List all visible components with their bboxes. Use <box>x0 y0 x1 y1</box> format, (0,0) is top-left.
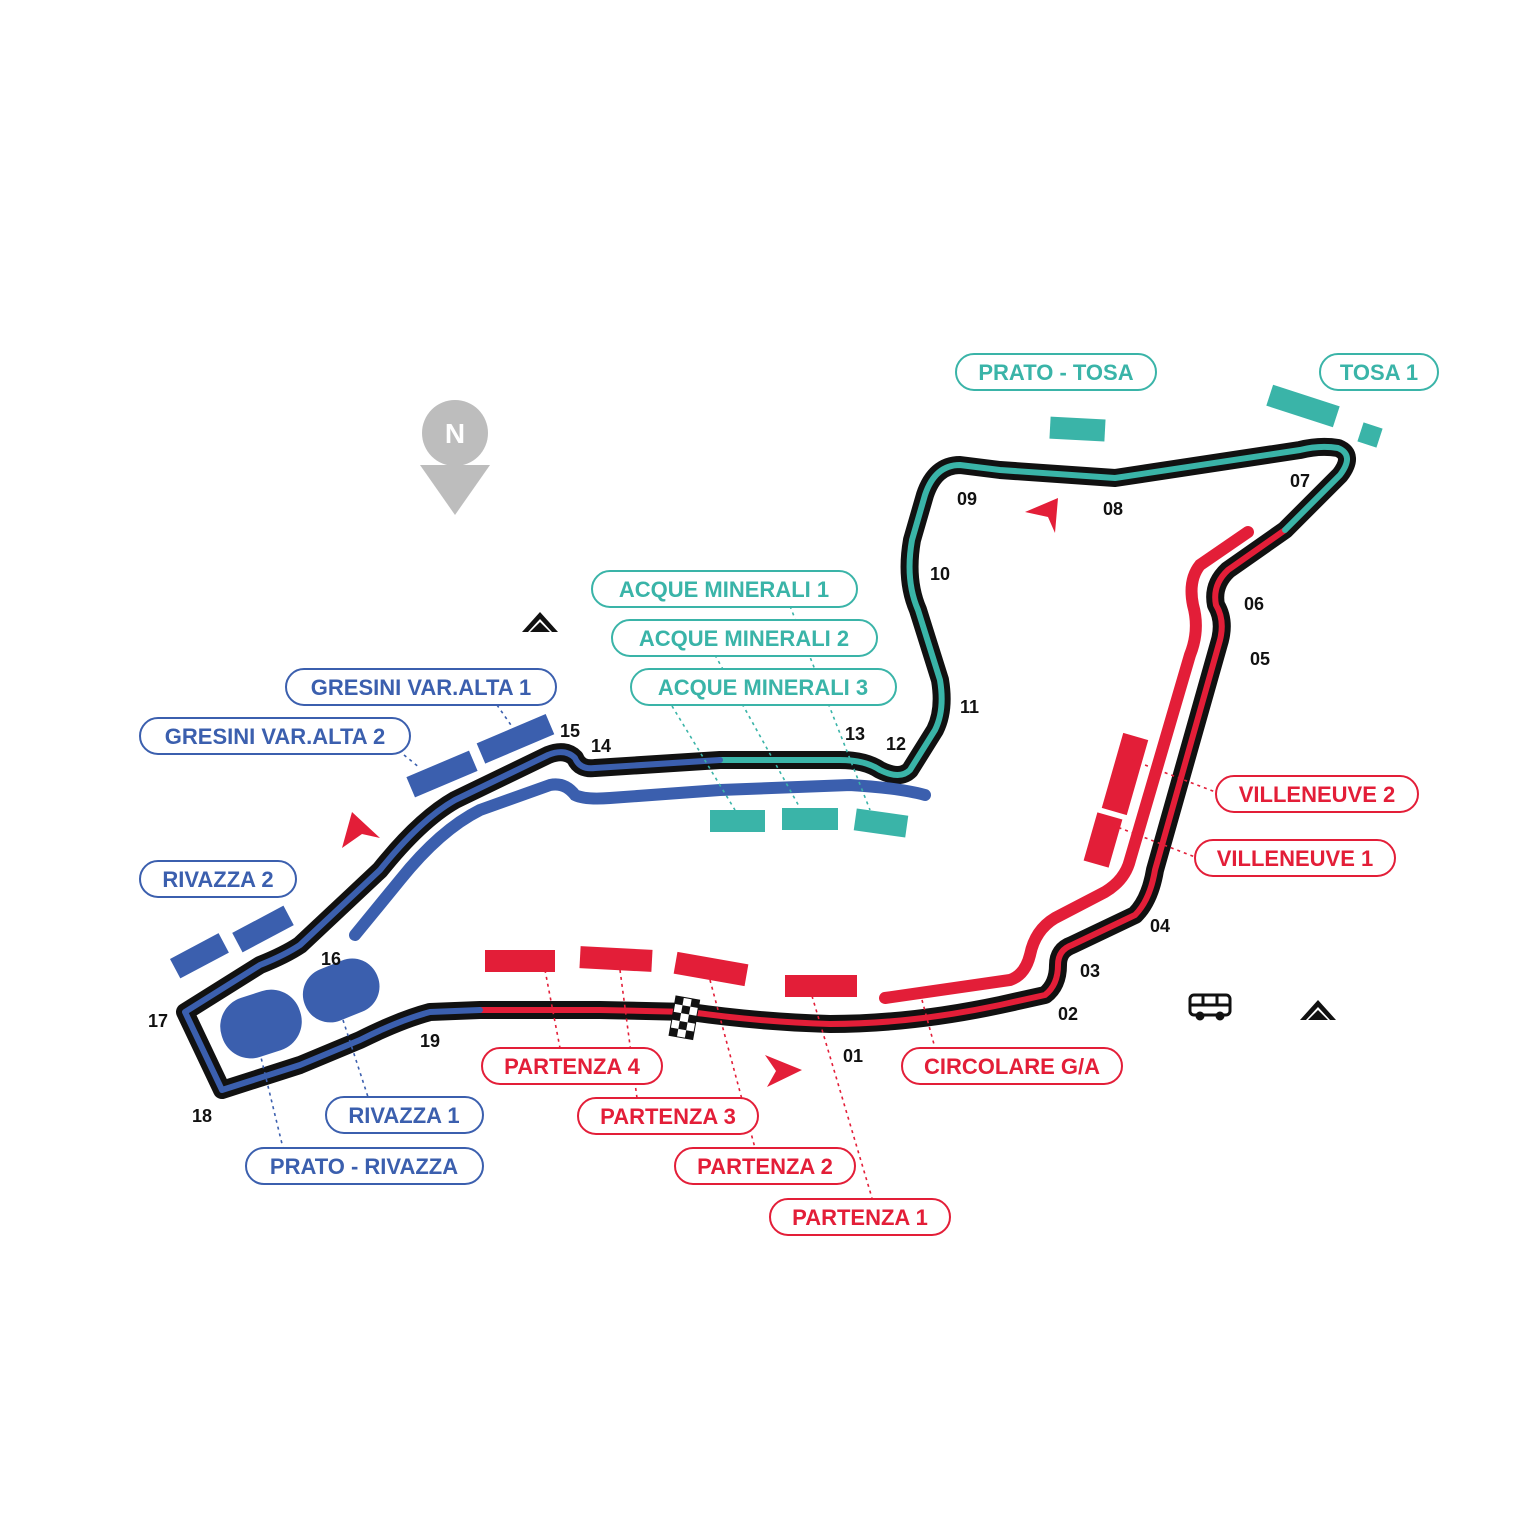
stand-label-texts-red: PARTENZA 4 PARTENZA 3 PARTENZA 2 PARTENZ… <box>504 782 1395 1230</box>
stand-label-partenza-4: PARTENZA 4 <box>504 1054 640 1079</box>
label-pill <box>285 668 557 706</box>
label-pill <box>674 1147 856 1185</box>
stand-bar-gresini-1 <box>476 714 555 764</box>
turn-number: 09 <box>957 489 977 509</box>
stand-label-villeneuve-1: VILLENEUVE 1 <box>1217 846 1373 871</box>
service-road-blue <box>349 778 931 941</box>
label-pill <box>577 1097 759 1135</box>
stand-bar-partenza-4 <box>485 950 555 972</box>
service-road-red <box>879 526 1254 1004</box>
turn-number: 11 <box>960 697 979 717</box>
parking-icon <box>522 612 558 632</box>
turn-number: 19 <box>420 1031 440 1051</box>
stand-bar-partenza-2 <box>673 951 749 987</box>
turn-number: 16 <box>321 949 341 969</box>
stand-bar-rivazza-2a <box>232 905 294 953</box>
stand-bar-tosa-1b <box>1357 422 1383 448</box>
turn-number: 18 <box>192 1106 212 1126</box>
label-pill <box>139 860 297 898</box>
label-pill <box>481 1047 663 1085</box>
stand-label-acque-minerali-1: ACQUE MINERALI 1 <box>619 577 829 602</box>
label-pill <box>769 1198 951 1236</box>
turn-number: 07 <box>1290 471 1310 491</box>
turn-number: 08 <box>1103 499 1123 519</box>
turn-number: 17 <box>148 1011 168 1031</box>
parking-icon <box>1300 1000 1336 1020</box>
turn-number: 01 <box>843 1046 863 1066</box>
stand-bars-blue <box>169 714 555 1059</box>
stand-label-tosa-1: TOSA 1 <box>1340 360 1418 385</box>
stand-bar-acque-minerali-2 <box>782 808 838 830</box>
stand-label-texts-blue: GRESINI VAR.ALTA 1 GRESINI VAR.ALTA 2 RI… <box>162 675 531 1179</box>
turn-number: 04 <box>1150 916 1170 936</box>
stand-bar-acque-minerali-1 <box>710 810 765 832</box>
stand-bar-gresini-2 <box>406 750 478 798</box>
label-pill <box>139 717 411 755</box>
label-pill <box>1194 839 1396 877</box>
track-red-section <box>477 527 1288 1027</box>
stand-bar-villeneuve-1 <box>1083 812 1123 868</box>
stand-label-prato-tosa: PRATO - TOSA <box>978 360 1133 385</box>
stand-bars-teal <box>710 384 1383 838</box>
stand-label-partenza-1: PARTENZA 1 <box>792 1205 928 1230</box>
stand-bar-acque-minerali-3 <box>853 808 909 838</box>
stand-label-partenza-3: PARTENZA 3 <box>600 1104 736 1129</box>
stand-bar-rivazza-2b <box>169 933 229 979</box>
label-pill <box>630 668 897 706</box>
turn-number: 05 <box>1250 649 1270 669</box>
stand-bar-partenza-1 <box>785 975 857 997</box>
stand-bar-villeneuve-2 <box>1101 732 1149 816</box>
stand-bar-tosa-1a <box>1266 384 1340 428</box>
stand-label-gresini-1: GRESINI VAR.ALTA 1 <box>311 675 531 700</box>
turn-number: 03 <box>1080 961 1100 981</box>
stand-label-acque-minerali-2: ACQUE MINERALI 2 <box>639 626 849 651</box>
compass-letter: N <box>445 418 465 449</box>
stand-label-rivazza-1: RIVAZZA 1 <box>348 1103 459 1128</box>
stand-label-gresini-2: GRESINI VAR.ALTA 2 <box>165 724 385 749</box>
label-pill <box>901 1047 1123 1085</box>
label-pill <box>591 570 858 608</box>
north-pin-icon: N <box>420 400 490 515</box>
bus-icon <box>1188 993 1232 1021</box>
track-blue-section <box>182 749 723 1093</box>
label-pill <box>955 353 1157 391</box>
track-sections <box>182 443 1350 1093</box>
label-pill <box>611 619 878 657</box>
finish-flag-icon <box>668 995 701 1041</box>
label-pill <box>1319 353 1439 391</box>
stand-bars-red <box>485 732 1149 997</box>
track-teal-section <box>717 443 1350 778</box>
stand-label-acque-minerali-3: ACQUE MINERALI 3 <box>658 675 868 700</box>
stand-label-texts-teal: PRATO - TOSA TOSA 1 ACQUE MINERALI 1 ACQ… <box>619 360 1418 700</box>
direction-arrow-icon <box>342 498 1058 1087</box>
turn-number: 06 <box>1244 594 1264 614</box>
stand-area-prato-rivazza <box>220 989 302 1059</box>
label-pill <box>245 1147 484 1185</box>
stand-labels-blue[interactable] <box>139 668 557 1185</box>
stand-label-rivazza-2: RIVAZZA 2 <box>162 867 273 892</box>
leader-lines-blue <box>257 704 514 1149</box>
stand-label-circolare: CIRCOLARE G/A <box>924 1054 1100 1079</box>
turn-number: 14 <box>591 736 611 756</box>
stand-bar-prato-tosa <box>1049 416 1106 442</box>
label-pill <box>1215 775 1419 813</box>
turn-numbers: 01 02 03 04 05 06 07 08 09 10 11 12 13 1… <box>148 471 1310 1126</box>
stand-label-villeneuve-2: VILLENEUVE 2 <box>1239 782 1395 807</box>
stand-label-prato-rivazza: PRATO - RIVAZZA <box>270 1154 458 1179</box>
stand-label-partenza-2: PARTENZA 2 <box>697 1154 833 1179</box>
turn-number: 10 <box>930 564 950 584</box>
stand-labels-teal[interactable] <box>591 353 1439 706</box>
turn-number: 13 <box>845 724 865 744</box>
stand-labels-red[interactable] <box>481 775 1419 1236</box>
stand-area-rivazza-1 <box>302 958 380 1023</box>
turn-number: 02 <box>1058 1004 1078 1024</box>
stand-bar-partenza-3 <box>579 946 653 972</box>
label-pill <box>325 1096 484 1134</box>
turn-number: 15 <box>560 721 580 741</box>
turn-number: 12 <box>886 734 906 754</box>
